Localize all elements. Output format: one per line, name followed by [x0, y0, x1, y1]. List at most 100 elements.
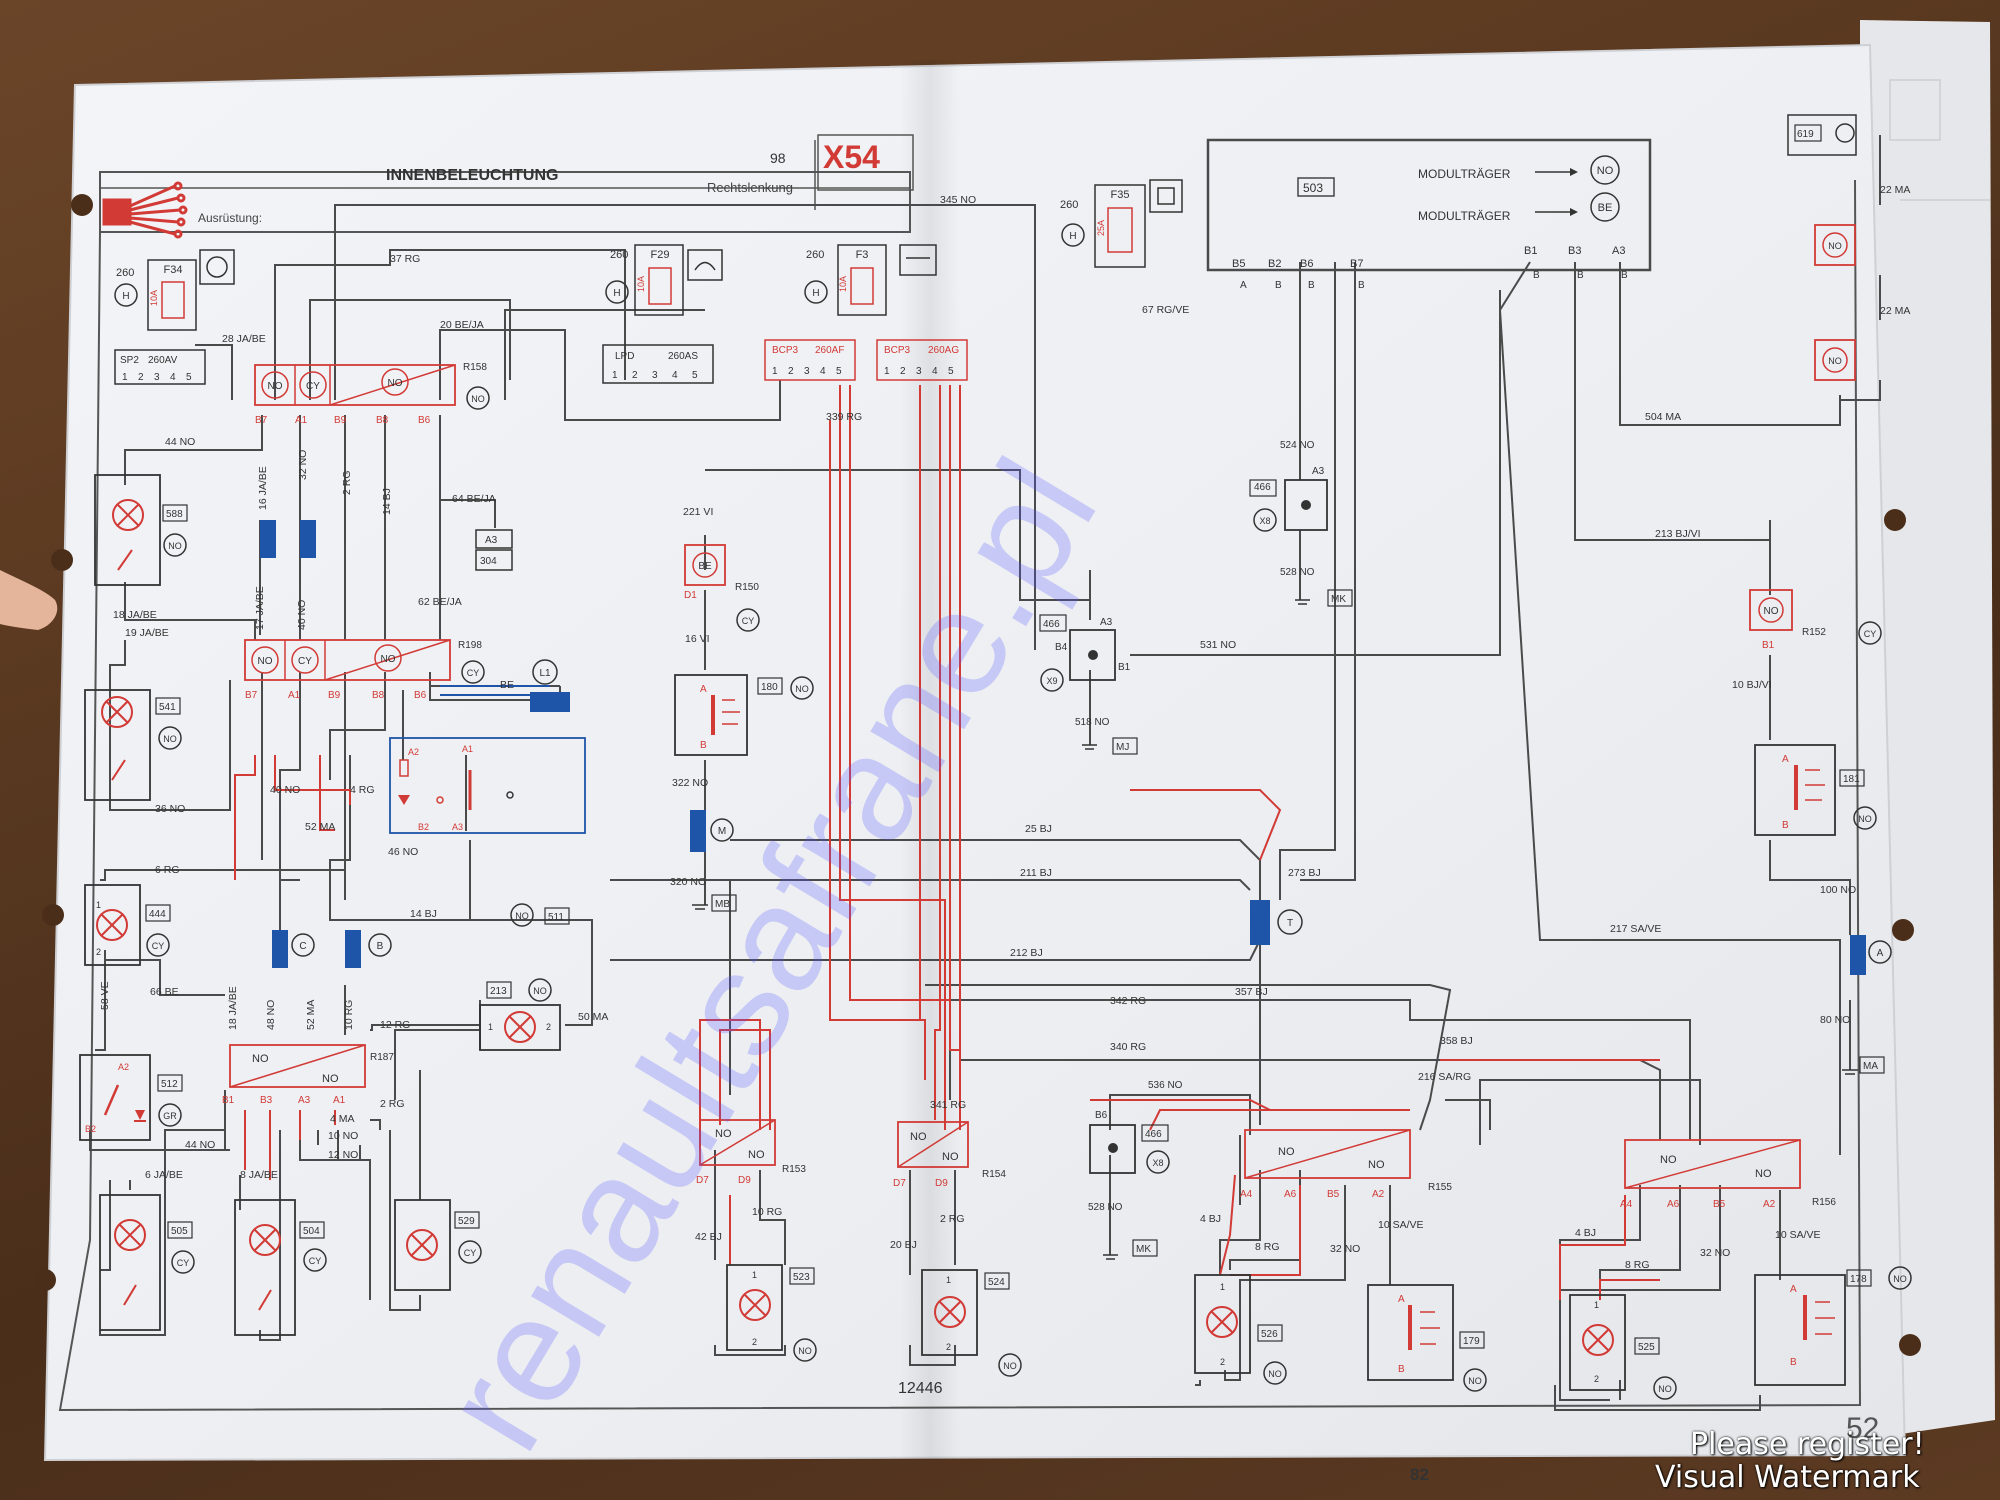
svg-text:37 RG: 37 RG	[390, 253, 420, 265]
svg-text:4 BJ: 4 BJ	[1575, 1227, 1596, 1239]
fuse-f34: 260 H F34 10A	[114, 249, 235, 331]
svg-text:178: 178	[1850, 1274, 1867, 1285]
svg-text:14 BJ: 14 BJ	[381, 488, 393, 515]
svg-text:CY: CY	[298, 656, 312, 667]
relay-right-top-1: NO	[1814, 224, 1856, 266]
svg-text:260AG: 260AG	[928, 345, 959, 356]
paper-sheet	[43, 43, 1907, 1462]
back-page-faint	[1889, 79, 1990, 201]
svg-text:CY: CY	[306, 381, 320, 392]
svg-text:536 NO: 536 NO	[1148, 1080, 1183, 1091]
binder-holes	[34, 194, 1921, 1356]
svg-text:B7: B7	[1350, 258, 1363, 270]
svg-text:MB: MB	[715, 899, 730, 910]
svg-text:531 NO: 531 NO	[1200, 639, 1236, 651]
svg-text:B: B	[1275, 280, 1282, 291]
svg-text:2 RG: 2 RG	[940, 1213, 965, 1225]
svg-text:B5: B5	[1327, 1189, 1340, 1200]
svg-text:B5: B5	[1713, 1199, 1726, 1210]
svg-text:444: 444	[149, 909, 166, 920]
svg-text:A2: A2	[1372, 1189, 1385, 1200]
svg-text:NO: NO	[388, 378, 403, 389]
svg-text:A3: A3	[1612, 245, 1625, 257]
dashboard-icon-box	[199, 249, 235, 285]
svg-text:R198: R198	[458, 640, 482, 651]
svg-text:10 RG: 10 RG	[752, 1206, 782, 1218]
page-title: INNENBELEUCHTUNG	[386, 167, 558, 184]
svg-text:A1: A1	[295, 415, 308, 426]
car-icon	[1149, 179, 1183, 213]
svg-text:R187: R187	[370, 1052, 394, 1063]
svg-text:10A: 10A	[838, 276, 848, 292]
svg-text:CY: CY	[467, 668, 480, 678]
svg-text:CY: CY	[177, 1258, 190, 1268]
svg-text:2: 2	[138, 372, 144, 383]
svg-text:A: A	[1790, 1284, 1797, 1295]
svg-text:H: H	[613, 288, 620, 299]
svg-text:NO: NO	[1764, 606, 1779, 617]
svg-text:A: A	[1782, 754, 1789, 765]
svg-text:5: 5	[692, 370, 698, 381]
svg-text:NO: NO	[1268, 1369, 1282, 1379]
svg-text:1: 1	[752, 1270, 757, 1280]
svg-text:525: 525	[1638, 1342, 1655, 1353]
svg-text:R156: R156	[1812, 1197, 1836, 1208]
lamp-504: 504 CY	[234, 1199, 327, 1336]
header-frame	[99, 171, 911, 233]
svg-text:B6: B6	[1300, 258, 1313, 270]
splice-m: M	[690, 810, 734, 852]
svg-text:4 RG: 4 RG	[350, 784, 375, 796]
fuse-f29: 260 H F29 10A	[605, 244, 723, 316]
svg-text:64 BE/JA: 64 BE/JA	[452, 493, 496, 505]
svg-text:B1: B1	[1524, 245, 1537, 257]
svg-text:526: 526	[1261, 1329, 1278, 1340]
svg-text:40 NO: 40 NO	[270, 784, 300, 796]
svg-text:A2: A2	[1763, 1199, 1776, 1210]
svg-text:260AV: 260AV	[148, 355, 178, 366]
svg-text:221 VI: 221 VI	[683, 506, 713, 518]
svg-text:R155: R155	[1428, 1182, 1452, 1193]
svg-text:B6: B6	[418, 415, 431, 426]
svg-text:R152: R152	[1802, 627, 1826, 638]
svg-text:216 SA/RG: 216 SA/RG	[1418, 1071, 1471, 1083]
svg-text:25 BJ: 25 BJ	[1025, 823, 1052, 835]
svg-text:341 RG: 341 RG	[930, 1099, 966, 1111]
svg-text:48 NO: 48 NO	[265, 1000, 277, 1030]
svg-text:B: B	[377, 941, 384, 952]
svg-text:80 NO: 80 NO	[1820, 1014, 1850, 1026]
svg-text:CY: CY	[152, 941, 165, 951]
svg-text:260: 260	[1060, 199, 1078, 211]
page-number: 82	[1410, 1465, 1429, 1484]
svg-text:A3: A3	[298, 1095, 311, 1106]
svg-text:2: 2	[788, 366, 794, 377]
svg-text:180: 180	[761, 682, 778, 693]
svg-text:28 JA/BE: 28 JA/BE	[222, 333, 266, 345]
svg-text:505: 505	[171, 1226, 188, 1237]
svg-text:MJ: MJ	[1116, 742, 1129, 753]
svg-text:524: 524	[988, 1277, 1005, 1288]
svg-text:25A: 25A	[1096, 220, 1106, 236]
svg-text:D1: D1	[684, 590, 697, 601]
svg-text:H: H	[812, 288, 819, 299]
svg-text:4: 4	[932, 366, 938, 377]
svg-text:NO: NO	[1658, 1384, 1672, 1394]
splice-c: C	[272, 930, 315, 968]
svg-text:A: A	[1398, 1294, 1405, 1305]
svg-text:H: H	[122, 291, 129, 302]
svg-text:A: A	[700, 684, 707, 695]
svg-text:B2: B2	[418, 822, 429, 832]
svg-text:6 RG: 6 RG	[155, 864, 180, 876]
svg-text:32 NO: 32 NO	[1330, 1243, 1360, 1255]
svg-text:NO: NO	[533, 986, 547, 996]
svg-text:100 NO: 100 NO	[1820, 884, 1856, 896]
svg-text:NO: NO	[1828, 356, 1842, 366]
svg-text:46 NO: 46 NO	[388, 846, 418, 858]
svg-text:212 BJ: 212 BJ	[1010, 947, 1043, 959]
svg-text:529: 529	[458, 1216, 475, 1227]
